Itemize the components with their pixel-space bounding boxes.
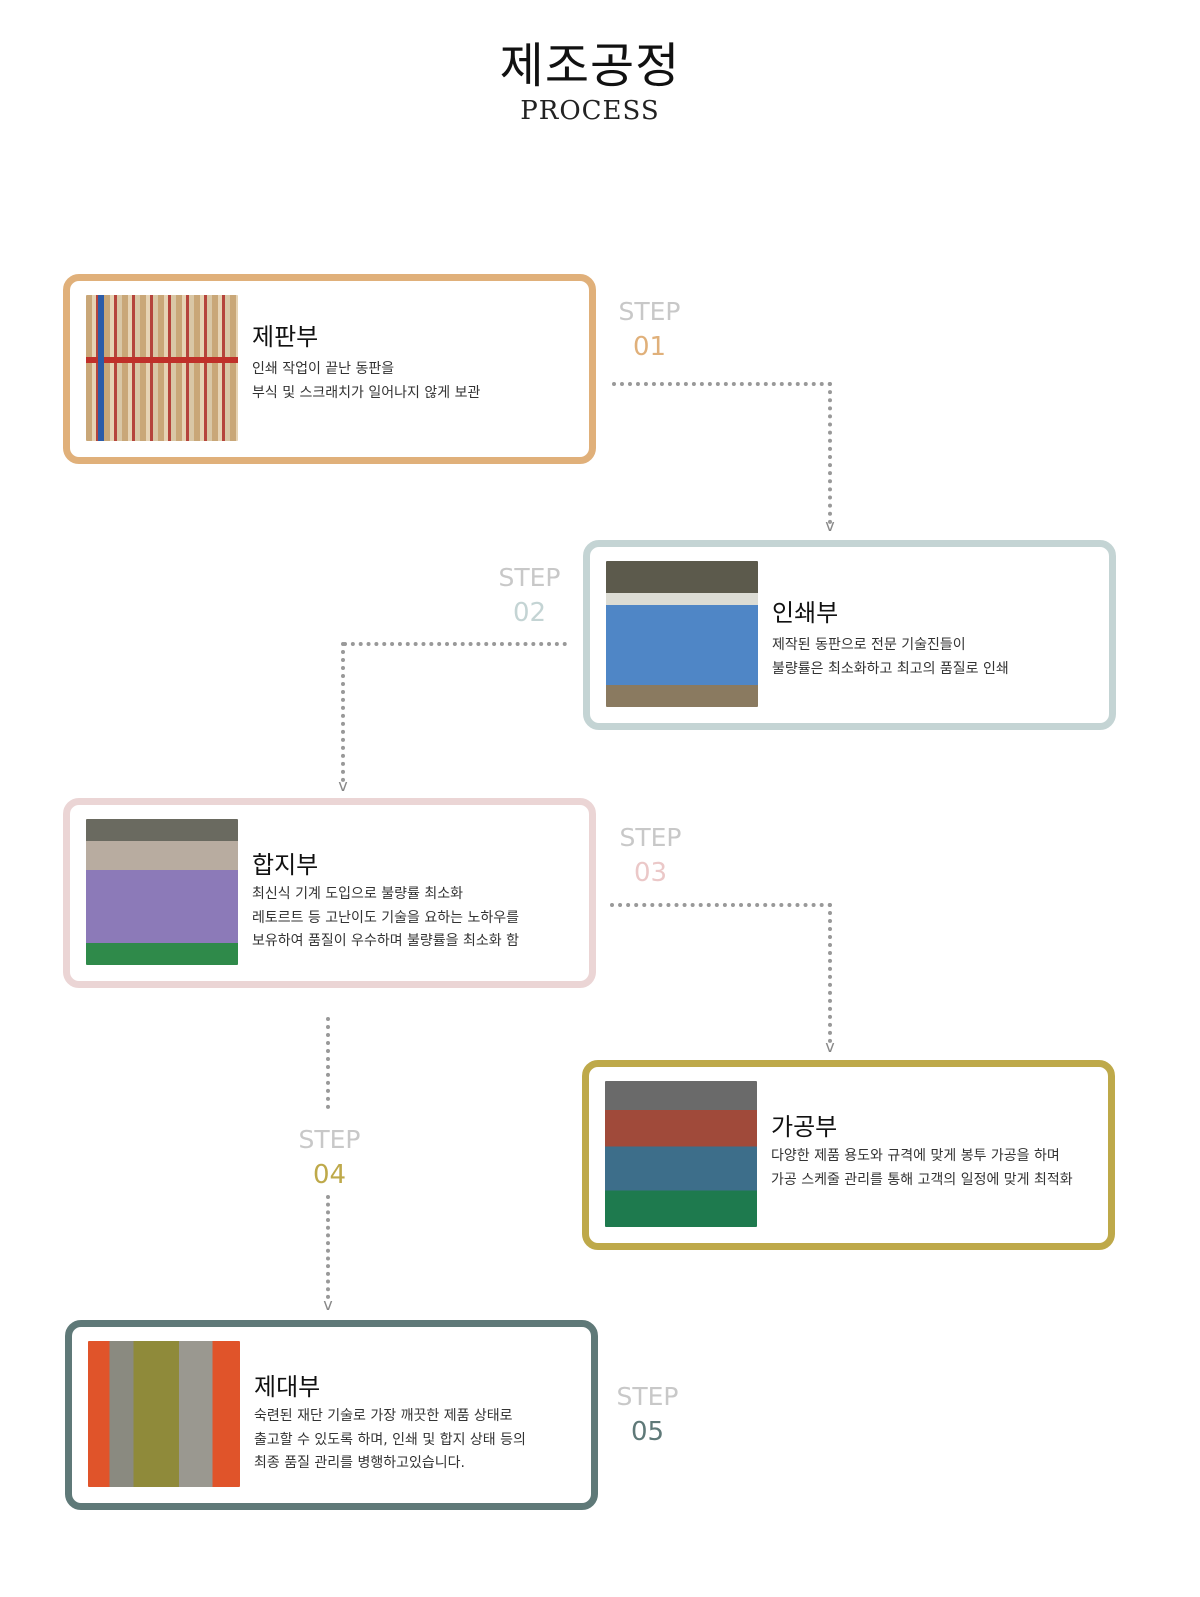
printing-machine-photo [606,561,758,707]
card-description: 제작된 동판으로 전문 기술진들이 불량률은 최소화하고 최고의 품질로 인쇄 [772,637,1009,677]
card-title: 제대부 [254,1373,321,1401]
connector-line [612,382,832,386]
process-card-processing: 가공부 다양한 제품 용도와 규격에 맞게 봉투 가공을 하며 가공 스케줄 관… [582,1060,1115,1250]
card-title: 인쇄부 [772,599,839,627]
connector-line [341,642,345,782]
connector-line [343,642,567,646]
card-title: 가공부 [771,1113,838,1141]
card-title: 합지부 [252,851,319,879]
arrow-down-icon: v [338,776,348,795]
process-card-bagmaking: 제대부 숙련된 재단 기술로 가장 깨끗한 제품 상태로 출고할 수 있도록 하… [65,1320,598,1510]
card-description: 최신식 기계 도입으로 불량률 최소화 레토르트 등 고난이도 기술을 요하는 … [252,886,519,949]
connector-line [326,1195,330,1299]
plate-storage-photo [86,295,238,441]
process-card-laminating: 합지부 최신식 기계 도입으로 불량률 최소화 레토르트 등 고난이도 기술을 … [63,798,596,988]
card-description: 인쇄 작업이 끝난 동판을 부식 및 스크래치가 일어나지 않게 보관 [252,361,481,401]
connector-line [326,1017,330,1109]
connector-line [610,903,832,907]
connector-line [828,903,832,1043]
card-title: 제판부 [252,323,319,351]
card-description: 다양한 제품 용도와 규격에 맞게 봉투 가공을 하며 가공 스케줄 관리를 통… [771,1148,1073,1188]
arrow-down-icon: v [825,516,835,535]
bagmaking-machine-photo [88,1341,240,1487]
connector-line [828,382,832,524]
process-card-plate: 제판부 인쇄 작업이 끝난 동판을 부식 및 스크래치가 일어나지 않게 보관 [63,274,596,464]
page-title: 제조공정 [499,38,681,94]
page-subtitle: PROCESS [520,96,660,126]
laminating-machine-photo [86,819,238,965]
processing-machine-photo [605,1081,757,1227]
process-card-printing: 인쇄부 제작된 동판으로 전문 기술진들이 불량률은 최소화하고 최고의 품질로… [583,540,1116,730]
arrow-down-icon: v [323,1295,333,1314]
card-description: 숙련된 재단 기술로 가장 깨끗한 제품 상태로 출고할 수 있도록 하며, 인… [254,1408,526,1471]
arrow-down-icon: v [825,1037,835,1056]
